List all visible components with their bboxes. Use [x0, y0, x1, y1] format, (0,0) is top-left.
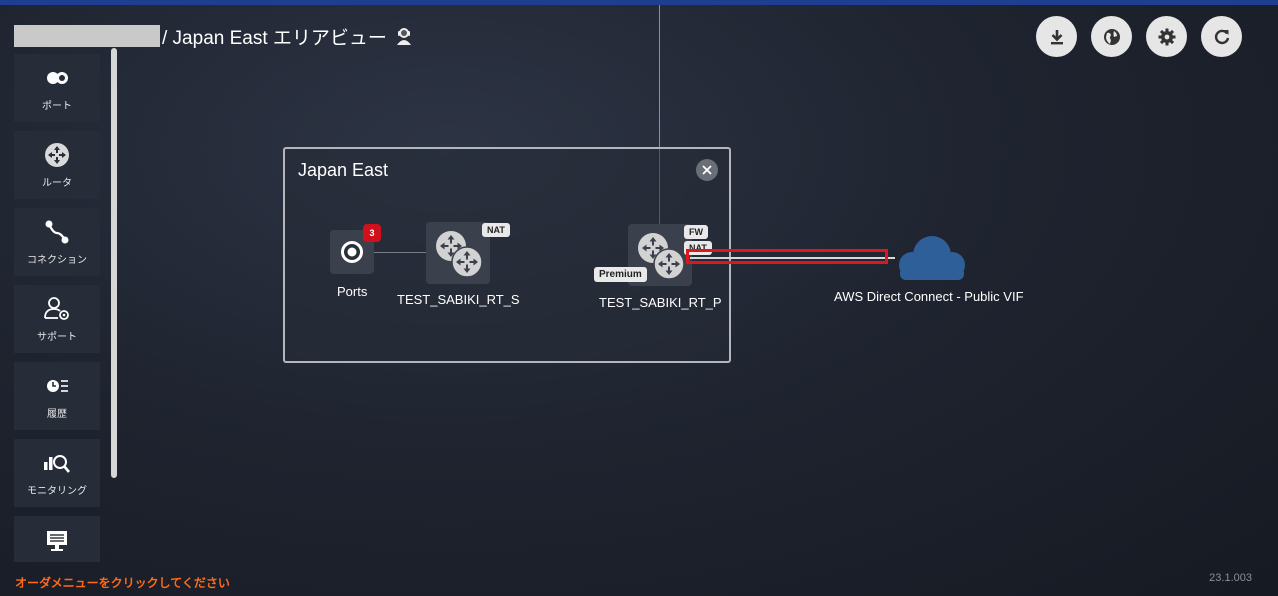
sidebar-item-display[interactable]	[14, 516, 100, 562]
ports-label: Ports	[337, 284, 368, 299]
port-icon	[47, 71, 68, 84]
version-label: 23.1.003	[1209, 572, 1252, 584]
settings-button[interactable]	[1146, 16, 1187, 57]
refresh-button[interactable]	[1201, 16, 1242, 57]
top-toolbar	[1036, 16, 1242, 57]
ports-node[interactable]	[330, 230, 374, 274]
sidebar-item-history[interactable]: 履歴	[14, 362, 100, 430]
cloud-icon[interactable]	[890, 229, 974, 285]
redacted-breadcrumb	[14, 25, 160, 47]
breadcrumb: / Japan East エリアビュー	[14, 24, 413, 49]
sidebar-scrollbar[interactable]	[111, 48, 117, 478]
support-icon	[44, 296, 69, 320]
sidebar-item-monitoring[interactable]: モニタリング	[14, 439, 100, 507]
panel-title: Japan East	[298, 160, 389, 180]
history-icon	[47, 379, 68, 392]
router-p-label: TEST_SABIKI_RT_P	[599, 295, 722, 310]
router-icon	[638, 233, 685, 280]
top-accent-bar	[0, 0, 1278, 5]
ports-count-badge: 3	[363, 224, 381, 242]
router-s-node[interactable]	[426, 222, 490, 284]
sidebar-item-label: コネクション	[27, 254, 87, 266]
sidebar-item-connection[interactable]: コネクション	[14, 208, 100, 276]
sidebar-item-label: 履歴	[47, 408, 67, 420]
router-s-label: TEST_SABIKI_RT_S	[397, 292, 520, 307]
aws-connection-line[interactable]	[690, 257, 895, 259]
sidebar: ポート ルータ コネクション サポート	[14, 54, 100, 571]
connection-highlight	[686, 249, 888, 264]
sidebar-item-label: ポート	[42, 100, 72, 112]
close-icon	[702, 165, 712, 175]
sidebar-item-label: モニタリング	[27, 485, 87, 497]
sidebar-item-support[interactable]: サポート	[14, 285, 100, 353]
port-icon	[341, 241, 363, 263]
port-router-link	[373, 252, 428, 253]
refresh-icon	[1214, 29, 1229, 44]
monitoring-icon	[44, 454, 70, 473]
download-button[interactable]	[1036, 16, 1077, 57]
gear-icon	[1158, 28, 1175, 45]
sidebar-item-label: ルータ	[42, 177, 72, 189]
premium-tag: Premium	[594, 267, 647, 282]
download-icon	[1050, 29, 1063, 44]
sidebar-item-router[interactable]: ルータ	[14, 131, 100, 199]
page-title: / Japan East エリアビュー	[162, 27, 387, 49]
sidebar-item-label: サポート	[37, 331, 77, 343]
router-p-node[interactable]	[628, 224, 692, 286]
sidebar-item-port[interactable]: ポート	[14, 54, 100, 122]
connection-icon	[45, 220, 69, 243]
fw-tag: FW	[684, 225, 708, 239]
vertical-guide-line	[659, 5, 660, 260]
cloud-label: AWS Direct Connect - Public VIF	[834, 289, 1024, 304]
order-menu-hint: オーダメニューをクリックしてください	[15, 576, 230, 590]
router-icon	[45, 142, 69, 167]
globe-button[interactable]	[1091, 16, 1132, 57]
support-user-icon[interactable]	[395, 26, 413, 46]
router-icon	[436, 231, 483, 278]
globe-icon	[1103, 28, 1120, 45]
nat-tag: NAT	[482, 223, 510, 237]
monitor-icon	[47, 531, 67, 551]
panel-close-button[interactable]	[696, 159, 718, 181]
